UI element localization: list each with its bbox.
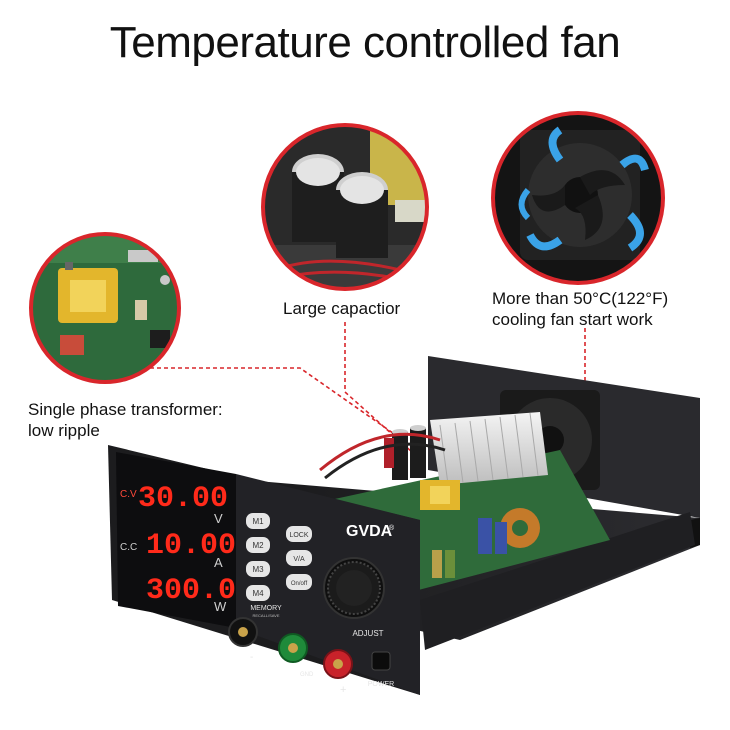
callout-connectors [150,322,586,453]
memory-label: MEMORY [250,605,282,612]
transformer-caption-line2: low ripple [28,421,100,440]
brand-logo: GVDA [346,523,393,540]
voltage-unit: V [214,511,223,526]
memory-button-m1[interactable] [246,513,270,529]
power-readout: 300.0 [146,574,236,608]
m1-label: M1 [252,517,264,526]
adjust-knob[interactable] [323,557,385,619]
binding-posts [228,617,353,679]
m2-label: M2 [252,541,264,550]
minus-label: - [250,652,253,663]
voltage-readout: 30.00 [138,482,228,516]
display-window [116,452,236,628]
fan-caption: More than 50°C(122°F) cooling fan start … [492,288,668,330]
memory-sublabel: RECALL/SAVE [252,613,279,618]
fan-caption-line2: cooling fan start work [492,310,653,329]
heatsink [430,412,548,485]
va-label: V/A [293,556,305,563]
capacitor-callout [261,123,429,291]
airflow-arrow-icon [548,126,564,163]
transformer-callout [29,232,181,384]
power-label: POWER [368,681,394,688]
memory-button-m4[interactable] [246,585,270,601]
m3-label: M3 [252,565,264,574]
va-button[interactable] [286,550,312,566]
power-button[interactable] [371,651,391,671]
plus-label: + [340,684,346,696]
onoff-label: On/off [291,581,308,587]
transformer-caption-line1: Single phase transformer: [28,400,223,419]
svg-text:®: ® [389,524,395,532]
memory-button-m3[interactable] [246,561,270,577]
current-unit: A [214,555,223,570]
m4-label: M4 [252,589,264,598]
fan-caption-line1: More than 50°C(122°F) [492,289,669,308]
onoff-button[interactable] [286,574,312,590]
current-readout: 10.00 [146,529,236,563]
page-title: Temperature controlled fan [109,18,621,67]
memory-button-m2[interactable] [246,537,270,553]
cc-indicator: C.C [120,542,137,553]
lock-label: LOCK [289,532,308,539]
lock-button[interactable] [286,526,312,542]
capacitor-caption: Large capactior [283,299,401,318]
transformer-caption: Single phase transformer: low ripple [28,399,223,441]
power-unit: W [214,599,227,614]
adjust-label: ADJUST [352,629,383,638]
cv-indicator: C.V [120,489,137,500]
gnd-label: GND [300,672,314,678]
fan-callout [491,111,665,285]
